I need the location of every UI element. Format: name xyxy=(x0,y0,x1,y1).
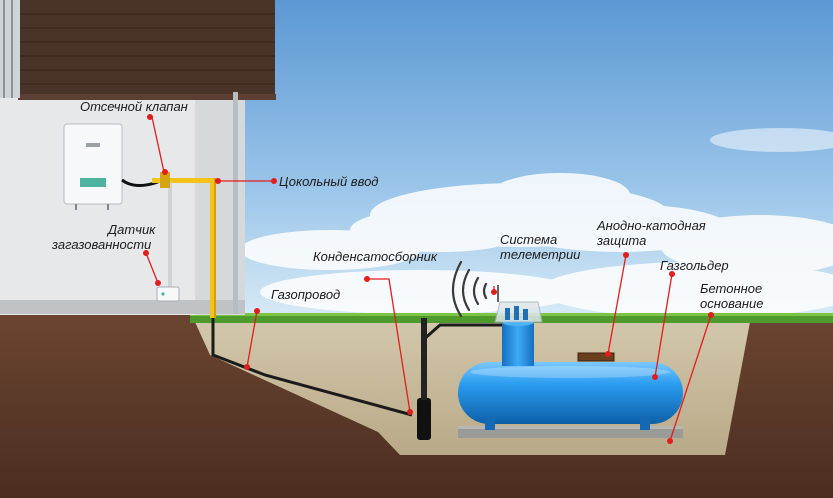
label-concrete-base-2: основание xyxy=(700,296,763,311)
indoor-gas-pipe xyxy=(152,178,214,183)
label-basement-inlet: Цокольный ввод xyxy=(279,174,378,189)
label-shutoff-valve: Отсечной клапан xyxy=(80,99,188,114)
gas-pipeline xyxy=(211,318,413,417)
roof-eave xyxy=(18,94,276,100)
gas-boiler-icon xyxy=(63,123,123,210)
label-concrete-base-1: Бетонное xyxy=(700,281,762,296)
label-gas-sensor-2: загазованности xyxy=(51,237,151,252)
anode-cathode-box xyxy=(577,352,615,362)
label-telemetry-2: телеметрии xyxy=(500,247,580,262)
inlet-riser-shade xyxy=(214,178,216,318)
concrete-base-top xyxy=(458,426,683,429)
gas-tank xyxy=(458,318,683,430)
condensate-collector-body xyxy=(417,398,431,440)
shutoff-valve-body xyxy=(160,172,170,188)
label-telemetry-1: Система xyxy=(500,232,557,247)
label-anode-cathode-2: защита xyxy=(596,233,646,248)
signal-waves-icon xyxy=(451,260,488,318)
indoor-riser xyxy=(168,182,172,292)
gas-sensor-icon xyxy=(156,286,180,302)
label-anode-cathode-1: Анодно-катодная xyxy=(596,218,706,233)
pointer-dots xyxy=(143,114,714,444)
telemetry-dome xyxy=(494,301,543,323)
concrete-base xyxy=(458,428,683,438)
label-gas-tank: Газгольдер xyxy=(660,258,729,273)
tank-neck xyxy=(502,322,534,366)
inlet-riser xyxy=(210,178,216,318)
label-gas-sensor-1: Датчик xyxy=(106,222,156,237)
house-foundation xyxy=(0,300,245,314)
downpipe xyxy=(233,92,238,314)
label-pipeline: Газопровод xyxy=(271,287,340,302)
house xyxy=(0,0,276,315)
roof xyxy=(20,0,275,98)
boiler-hose xyxy=(121,178,159,187)
clouds xyxy=(240,128,833,318)
condensate-standpipe xyxy=(421,318,427,400)
label-condensate-collector: Конденсатосборник xyxy=(313,249,438,264)
